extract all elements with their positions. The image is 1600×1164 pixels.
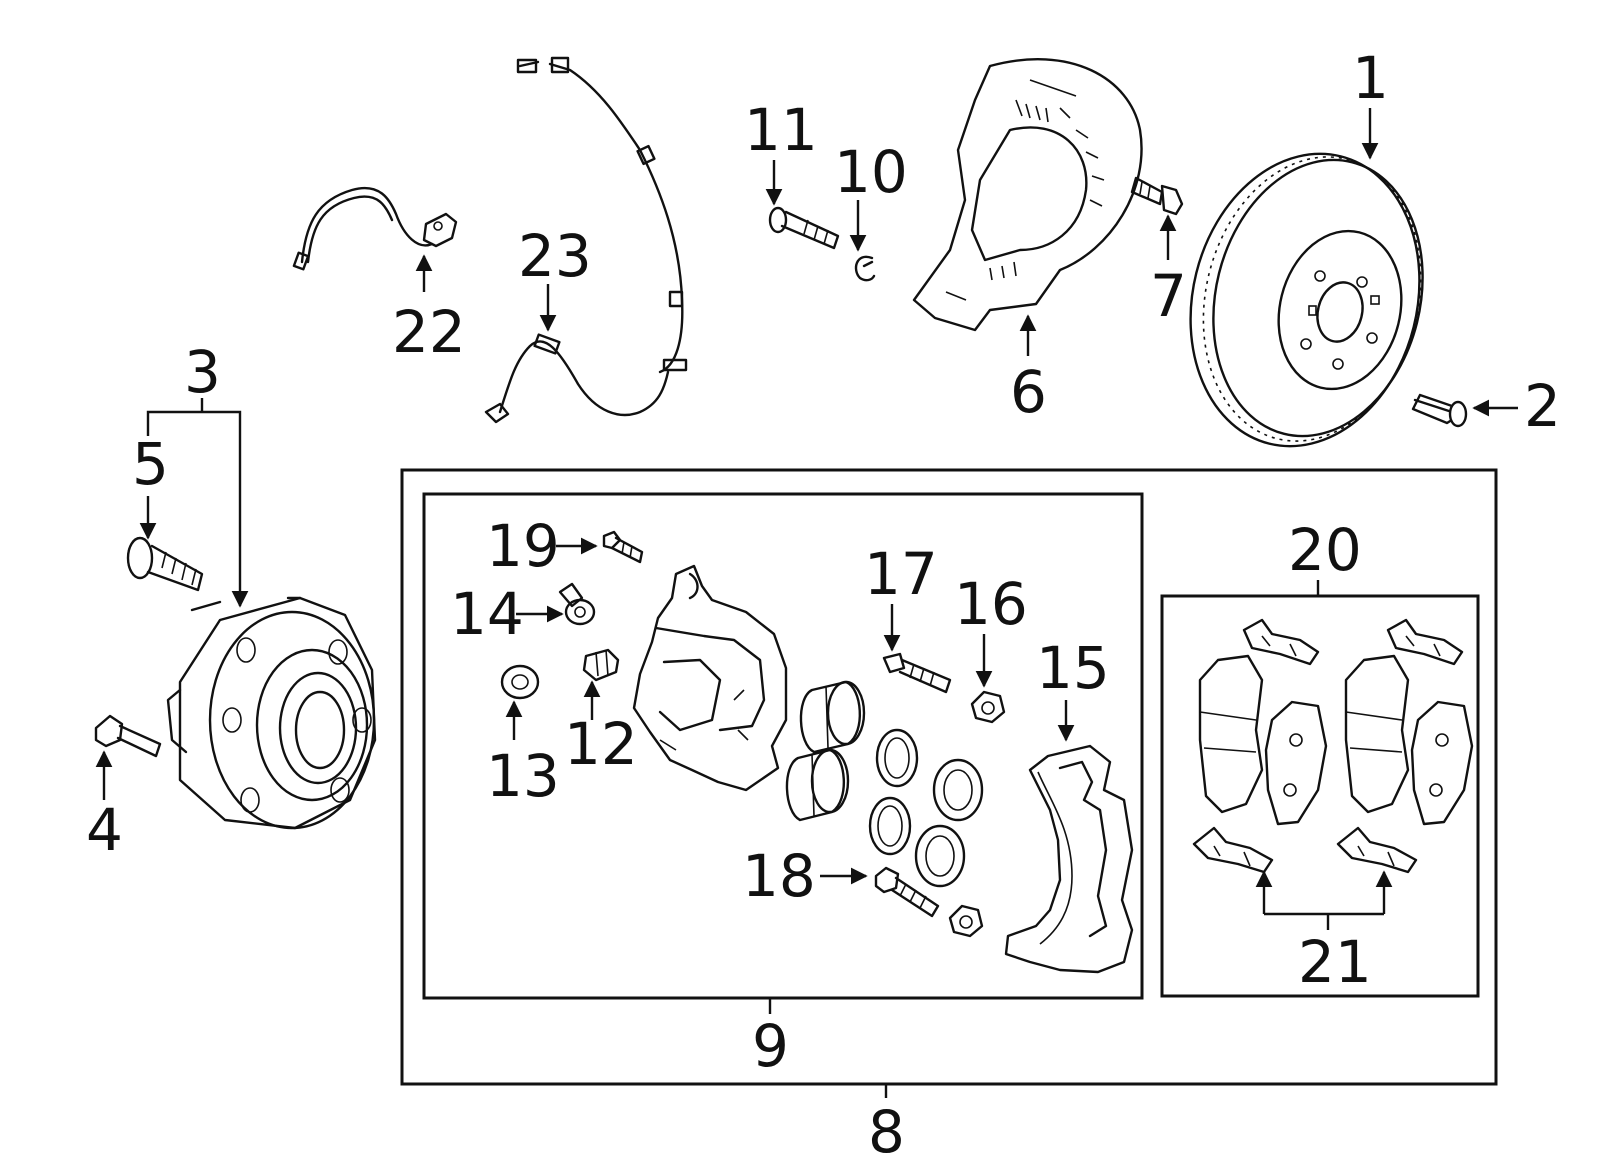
mounting-nut-upper bbox=[970, 690, 1006, 724]
callout-9: 9 bbox=[752, 1012, 789, 1080]
brake-hose bbox=[292, 186, 458, 271]
callout-17: 17 bbox=[864, 540, 938, 608]
wheel-hub-bearing bbox=[166, 596, 377, 830]
pad-clip-upper-left bbox=[1242, 618, 1320, 666]
brake-rotor bbox=[1189, 152, 1424, 448]
guide-bolt-upper bbox=[768, 206, 840, 250]
callout-8: 8 bbox=[868, 1098, 905, 1164]
pad-kit-frame-20 bbox=[1160, 594, 1480, 998]
callout-21: 21 bbox=[1298, 928, 1372, 996]
callout-14: 14 bbox=[450, 580, 524, 648]
callout-3: 3 bbox=[184, 338, 221, 406]
leader-lines bbox=[95, 108, 1518, 1098]
hub-mounting-bolt bbox=[126, 536, 204, 592]
callout-5: 5 bbox=[132, 430, 169, 498]
callout-4: 4 bbox=[86, 796, 123, 864]
guide-pin-boot bbox=[582, 648, 620, 682]
callout-2: 2 bbox=[1524, 372, 1561, 440]
callout-1: 1 bbox=[1352, 44, 1389, 112]
shield-bolt bbox=[1130, 176, 1184, 216]
retaining-clip bbox=[854, 255, 876, 282]
guide-bushing bbox=[500, 664, 540, 700]
brake-pad-set-left bbox=[1198, 654, 1328, 826]
pad-clip-lower-right bbox=[1336, 826, 1418, 874]
callout-13: 13 bbox=[486, 742, 560, 810]
callout-12: 12 bbox=[564, 710, 638, 778]
callout-11: 11 bbox=[744, 96, 818, 164]
brake-pad-set-right bbox=[1344, 654, 1474, 826]
callout-15: 15 bbox=[1036, 634, 1110, 702]
caliper-bracket bbox=[1004, 744, 1134, 974]
callout-23: 23 bbox=[518, 222, 592, 290]
caliper-housing bbox=[632, 564, 788, 792]
callout-19: 19 bbox=[486, 512, 560, 580]
caliper-assembly-frame-8 bbox=[400, 468, 1498, 1086]
callout-16: 16 bbox=[954, 570, 1028, 638]
callout-labels: 1 2 3 4 5 6 7 8 9 10 11 12 13 14 15 16 1… bbox=[86, 44, 1561, 1164]
abs-sensor-wire bbox=[484, 56, 688, 424]
pad-clip-upper-right bbox=[1386, 618, 1464, 666]
guide-pin-bolt bbox=[882, 652, 952, 694]
callout-10: 10 bbox=[834, 138, 908, 206]
caliper-subassembly-frame-9 bbox=[422, 492, 1144, 1000]
dust-shield bbox=[912, 58, 1143, 332]
callout-7: 7 bbox=[1150, 262, 1187, 330]
hub-bolt bbox=[94, 714, 162, 758]
caliper-bolt bbox=[874, 866, 940, 918]
rotor-screw bbox=[1411, 393, 1468, 428]
callout-20: 20 bbox=[1288, 516, 1362, 584]
dust-boot-upper bbox=[932, 758, 984, 822]
caliper-piston-upper bbox=[799, 680, 866, 754]
callout-18: 18 bbox=[742, 842, 816, 910]
bleeder-cap bbox=[558, 582, 596, 626]
dust-boot-lower bbox=[914, 824, 966, 888]
callout-22: 22 bbox=[392, 298, 466, 366]
piston-seal-lower bbox=[868, 796, 912, 856]
caliper-piston-lower bbox=[785, 748, 850, 822]
piston-seal-upper bbox=[875, 728, 919, 788]
mounting-nut-lower bbox=[948, 904, 984, 938]
pad-clip-lower-left bbox=[1192, 826, 1274, 874]
bleeder-screw bbox=[602, 530, 644, 564]
callout-6: 6 bbox=[1010, 358, 1047, 426]
